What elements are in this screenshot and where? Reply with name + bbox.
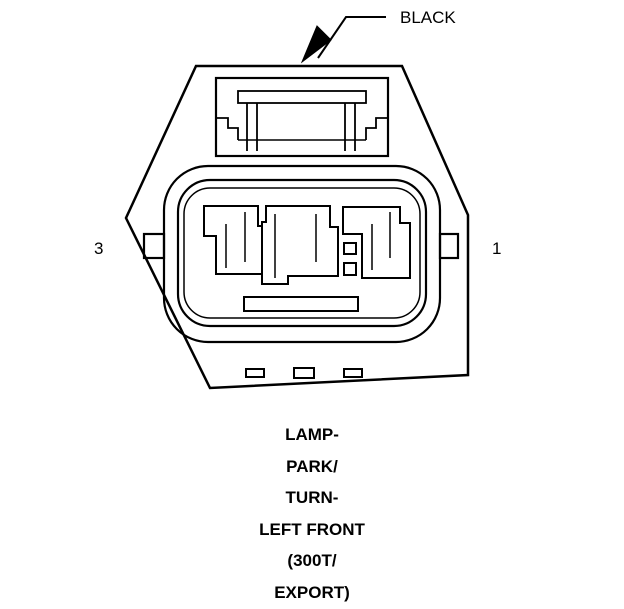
connector-caption: LAMP- PARK/ TURN- LEFT FRONT (300T/ EXPO… (212, 419, 412, 609)
locking-bar (243, 296, 359, 312)
bottom-slot-center (293, 367, 315, 379)
latch-cap (237, 90, 367, 104)
keying-square-upper (343, 242, 357, 255)
connector-color-label: BLACK (400, 8, 456, 27)
pin-label-left: 3 (94, 239, 104, 258)
cavity-outer-ring (162, 164, 442, 344)
side-tab-right (438, 232, 460, 260)
bottom-slot-left (245, 368, 265, 378)
caption-line: EXPORT) (274, 582, 350, 602)
caption-line: LAMP- (285, 425, 339, 444)
terminal-cavity-2 (261, 205, 339, 285)
keying-square-lower (343, 262, 357, 276)
caption-line: TURN- (285, 488, 339, 508)
latch-tower (214, 76, 390, 158)
pin-label-right: 1 (492, 239, 502, 258)
caption-line: LEFT FRONT (259, 519, 365, 539)
caption-line: (300T/ (287, 551, 337, 571)
bottom-slot-right (343, 368, 363, 378)
side-tab-left (142, 232, 166, 260)
leader-line (317, 16, 386, 59)
terminal-cavity-1 (342, 206, 411, 279)
arrowhead-icon (300, 25, 332, 64)
cavity-inner-ring (183, 187, 421, 319)
connector-housing (124, 64, 470, 390)
caption-line: PARK/ (286, 456, 338, 476)
terminal-cavity-3 (203, 205, 263, 275)
cavity-middle-ring (176, 178, 428, 328)
